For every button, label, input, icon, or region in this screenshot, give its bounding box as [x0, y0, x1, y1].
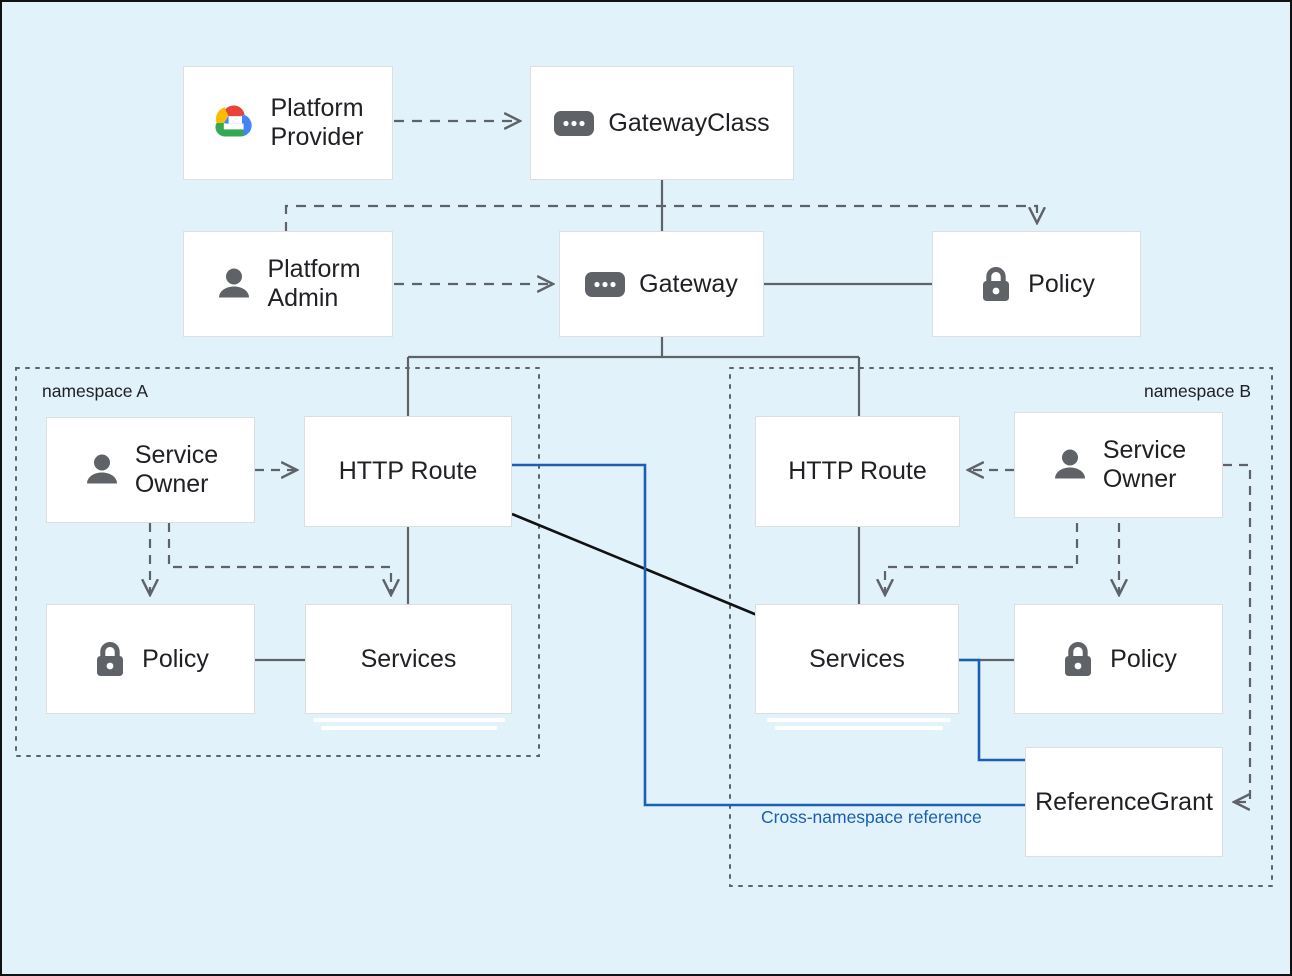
gateway-icon [585, 271, 626, 297]
lock-icon [983, 267, 1010, 301]
node-platform-admin[interactable]: Platform Admin [183, 231, 393, 337]
node-http-route-a-label: HTTP Route [338, 457, 478, 485]
node-gateway-label: Gateway [639, 269, 738, 298]
node-gateway[interactable]: Gateway [559, 231, 764, 337]
edge-route-a-services-b-diagonal [511, 512, 758, 617]
node-policy-b-label: Policy [1110, 644, 1177, 673]
node-policy-b[interactable]: Policy [1014, 604, 1223, 714]
person-icon [1054, 449, 1085, 479]
services-a-stack-decoration [313, 714, 505, 730]
node-platform-provider[interactable]: Platform Provider [183, 66, 393, 180]
node-http-route-b-label: HTTP Route [788, 457, 927, 485]
node-policy-top[interactable]: Policy [932, 231, 1141, 337]
node-services-a[interactable]: Services [305, 604, 512, 714]
node-services-b[interactable]: Services [755, 604, 959, 714]
namespace-b-label: namespace B [1144, 381, 1252, 401]
node-http-route-a[interactable]: HTTP Route [304, 416, 512, 527]
lock-icon [1065, 642, 1092, 676]
node-services-a-label: Services [360, 644, 457, 673]
gateway-icon [554, 110, 595, 136]
edge-owner-b-services-b [885, 523, 1079, 595]
cross-namespace-reference-label: Cross-namespace reference [761, 807, 982, 827]
edge-gateway-routes [406, 336, 861, 416]
person-icon [86, 454, 117, 484]
namespace-a-label: namespace A [42, 381, 149, 401]
node-platform-provider-label: Platform Provider [270, 94, 364, 151]
node-policy-a[interactable]: Policy [46, 604, 255, 714]
edge-admin-policy [284, 204, 1037, 232]
person-icon [219, 268, 250, 298]
services-b-stack-decoration [767, 714, 951, 730]
node-policy-a-label: Policy [142, 644, 209, 673]
node-policy-top-label: Policy [1028, 269, 1095, 298]
lock-icon [97, 642, 124, 676]
node-service-owner-a-label: Service Owner [134, 441, 219, 498]
node-platform-admin-label: Platform Admin [267, 255, 361, 312]
edge-owner-b-reference-grant [1223, 463, 1252, 802]
google-cloud-icon [215, 105, 253, 137]
node-reference-grant[interactable]: ReferenceGrant [1025, 747, 1223, 857]
node-reference-grant-label: ReferenceGrant [1035, 787, 1213, 816]
node-services-b-label: Services [809, 644, 905, 673]
node-service-owner-b[interactable]: Service Owner [1014, 412, 1223, 518]
node-service-owner-a[interactable]: Service Owner [46, 417, 255, 523]
node-gateway-class-label: GatewayClass [608, 108, 770, 137]
node-http-route-b[interactable]: HTTP Route [755, 416, 960, 527]
edge-owner-a-services-a [167, 523, 391, 595]
node-service-owner-b-label: Service Owner [1102, 436, 1187, 493]
node-gateway-class[interactable]: GatewayClass [530, 66, 794, 180]
